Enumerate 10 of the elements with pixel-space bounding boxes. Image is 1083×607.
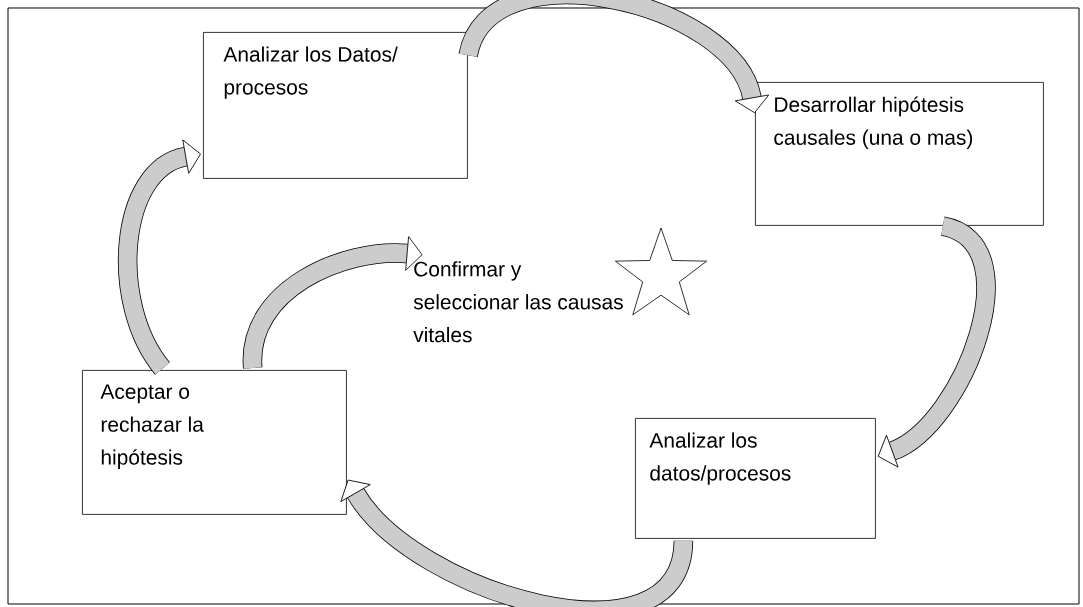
curved-arrow bbox=[459, 0, 770, 114]
process-box: Aceptar o rechazar la hipótesis bbox=[82, 370, 347, 515]
curved-arrow bbox=[242, 236, 423, 369]
process-box: Analizar los Datos/ procesos bbox=[203, 32, 468, 179]
curved-arrow bbox=[340, 479, 693, 607]
center-text: Confirmar y seleccionar las causas vitales bbox=[413, 261, 623, 343]
process-box: Analizar los datos/procesos bbox=[635, 418, 876, 539]
process-box: Desarrollar hipótesis causales (una o mas) bbox=[755, 82, 1044, 226]
curved-arrow bbox=[118, 139, 201, 375]
curved-arrow bbox=[877, 217, 996, 468]
